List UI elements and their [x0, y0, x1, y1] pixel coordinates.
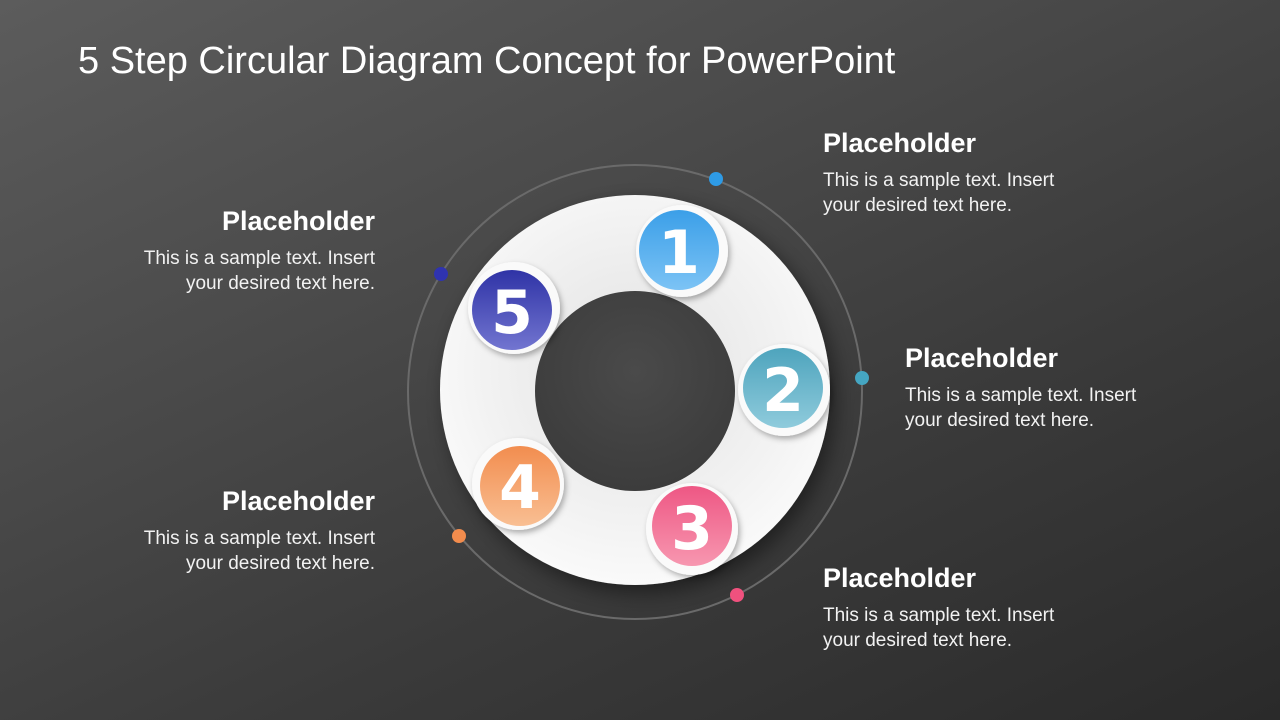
step-2-description: This is a sample text. Insert your desire…: [905, 383, 1205, 433]
step-5-number: 5: [491, 278, 533, 348]
dot-step-1: [709, 172, 723, 186]
step-2-line-1: This is a sample text. Insert: [905, 385, 1137, 406]
step-5-line-2: your desired text here.: [185, 273, 375, 294]
dot-step-4: [452, 529, 466, 543]
step-4-badge: 4: [472, 438, 564, 530]
step-3-description: This is a sample text. Insert your desire…: [823, 603, 1123, 653]
step-1-number: 1: [658, 218, 700, 288]
step-1-heading: Placeholder: [823, 128, 977, 158]
step-4-description: This is a sample text. Insert your desire…: [75, 526, 375, 576]
ring-hole: [535, 291, 735, 491]
dot-step-3: [730, 588, 744, 602]
step-5-line-1: This is a sample text. Insert: [143, 248, 375, 269]
step-2-number: 2: [762, 356, 804, 426]
step-5-badge: 5: [468, 262, 560, 354]
step-1-badge: 1: [636, 205, 728, 297]
dot-step-5: [434, 267, 448, 281]
step-2-text-block: Placeholder This is a sample text. Inser…: [905, 341, 1205, 433]
step-1-description: This is a sample text. Insert your desire…: [823, 168, 1123, 218]
step-3-line-2: your desired text here.: [823, 630, 1013, 651]
step-4-heading: Placeholder: [221, 486, 375, 516]
step-3-number: 3: [671, 494, 713, 564]
dot-step-2: [855, 371, 869, 385]
step-3-line-1: This is a sample text. Insert: [823, 605, 1055, 626]
step-5-heading: Placeholder: [221, 206, 375, 236]
step-4-number: 4: [499, 453, 541, 523]
step-2-line-2: your desired text here.: [905, 410, 1095, 431]
step-5-text-block: Placeholder This is a sample text. Inser…: [75, 204, 375, 296]
step-1-text-block: Placeholder This is a sample text. Inser…: [823, 126, 1123, 218]
step-4-line-1: This is a sample text. Insert: [143, 528, 375, 549]
step-5-description: This is a sample text. Insert your desire…: [75, 246, 375, 296]
step-2-badge: 2: [738, 344, 830, 436]
step-3-heading: Placeholder: [823, 563, 977, 593]
step-3-badge: 3: [646, 483, 738, 575]
step-1-line-2: your desired text here.: [823, 195, 1013, 216]
step-2-heading: Placeholder: [905, 343, 1059, 373]
step-1-line-1: This is a sample text. Insert: [823, 170, 1055, 191]
step-4-text-block: Placeholder This is a sample text. Inser…: [75, 484, 375, 576]
step-4-line-2: your desired text here.: [185, 553, 375, 574]
slide-title: 5 Step Circular Diagram Concept for Powe…: [78, 40, 896, 82]
orbit-ring: [407, 164, 863, 620]
step-3-text-block: Placeholder This is a sample text. Inser…: [823, 561, 1123, 653]
